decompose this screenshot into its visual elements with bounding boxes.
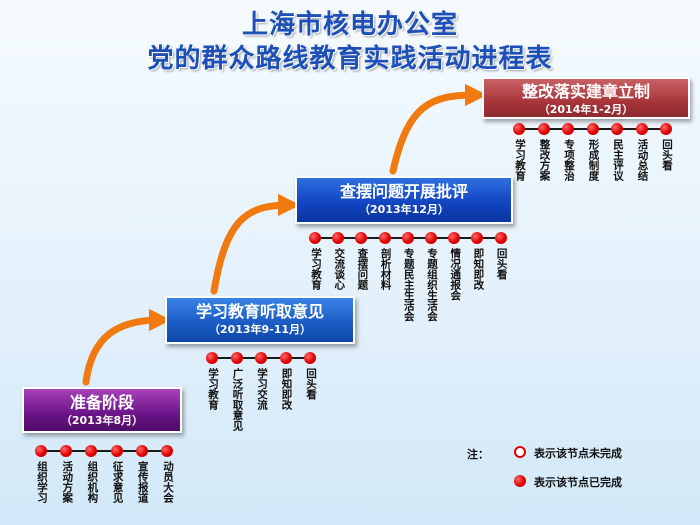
node-dot xyxy=(255,352,267,364)
node-label: 学习教育 xyxy=(207,368,219,410)
node-label: 剖析材料 xyxy=(379,248,392,290)
node-label: 回头看 xyxy=(305,368,317,400)
node-dot xyxy=(135,445,148,457)
node-dot xyxy=(635,123,648,135)
node-label: 民主评议 xyxy=(612,139,624,181)
node-label: 宣传报道 xyxy=(136,461,149,503)
node-label: 组织学习 xyxy=(36,461,48,503)
node-dot xyxy=(401,232,414,244)
node-label: 组织机构 xyxy=(86,461,99,503)
stage-period: （2013年12月） xyxy=(359,203,449,216)
node-label: 即知即改 xyxy=(472,248,485,290)
node-dot xyxy=(304,352,316,364)
stage-period: （2013年9-11月） xyxy=(208,323,312,336)
node-dot xyxy=(562,123,574,135)
node-label: 整改方案 xyxy=(538,139,551,181)
node-label: 活动总结 xyxy=(636,139,649,181)
node-dot xyxy=(425,232,437,244)
node-label: 查摆问题 xyxy=(356,248,369,290)
node-dot xyxy=(537,123,550,135)
node-label: 形成制度 xyxy=(587,139,600,181)
node-dot xyxy=(355,232,368,244)
stage-period: （2013年8月） xyxy=(60,414,144,427)
legend-open-text: 表示该节点未完成 xyxy=(534,447,622,460)
node-dot xyxy=(471,232,484,244)
node-dot xyxy=(513,123,525,135)
legend-title: 注： xyxy=(467,448,489,461)
node-dot xyxy=(35,445,47,457)
stage-name: 整改落实建章立制 xyxy=(521,82,650,101)
node-dot xyxy=(611,123,623,135)
node-dot xyxy=(494,232,507,244)
arrow-2-to-3 xyxy=(210,193,301,295)
node-label: 学习教育 xyxy=(514,139,526,181)
node-dot xyxy=(448,232,461,244)
arrow-1-to-2 xyxy=(82,308,172,386)
node-dot xyxy=(332,232,345,244)
node-dot xyxy=(206,352,218,364)
node-dot xyxy=(161,445,173,457)
legend-done-text: 表示该节点已完成 xyxy=(534,476,622,489)
node-dot xyxy=(279,352,292,364)
legend-done-circle-icon xyxy=(514,475,526,487)
node-dot xyxy=(85,445,98,457)
page-subtitle: 党的群众路线教育实践活动进程表 xyxy=(147,44,553,74)
stage-box-criticism: 查摆问题开展批评 （2013年12月） xyxy=(295,176,513,224)
node-dot xyxy=(230,352,243,364)
node-dot xyxy=(60,445,73,457)
node-label: 征求意见 xyxy=(111,461,124,503)
stage-box-rectification: 整改落实建章立制 （2014年1-2月） xyxy=(482,77,690,119)
node-dot xyxy=(660,123,672,135)
node-label: 广泛听取意见 xyxy=(231,368,244,431)
stage-name: 准备阶段 xyxy=(69,393,134,412)
node-label: 专题组织生活会 xyxy=(426,248,438,322)
node-label: 回头看 xyxy=(495,248,508,280)
node-label: 活动方案 xyxy=(61,461,74,503)
stage-period: （2014年1-2月） xyxy=(538,103,634,116)
node-dot xyxy=(110,445,123,457)
node-label: 回头看 xyxy=(661,139,673,171)
node-label: 即知即改 xyxy=(280,368,293,410)
page-title: 上海市核电办公室 xyxy=(241,10,458,40)
stage-box-preparation: 准备阶段 （2013年8月） xyxy=(22,387,182,433)
node-dot xyxy=(586,123,599,135)
node-label: 学习交流 xyxy=(256,368,268,410)
stage-box-learning: 学习教育听取意见 （2013年9-11月） xyxy=(165,296,355,344)
stage-1-timeline-line xyxy=(41,450,167,452)
node-label: 动员大会 xyxy=(162,461,174,503)
legend-open-circle-icon xyxy=(514,446,526,458)
stage-name: 查摆问题开展批评 xyxy=(339,182,468,201)
stage-name: 学习教育听取意见 xyxy=(195,302,324,321)
node-label: 专题民主生活会 xyxy=(402,248,415,322)
arrow-3-to-4 xyxy=(389,83,488,175)
node-label: 情况通报会 xyxy=(449,248,462,301)
node-dot xyxy=(378,232,391,244)
node-dot xyxy=(309,232,321,244)
node-label: 专项整治 xyxy=(563,139,575,181)
node-label: 交流谈心 xyxy=(333,248,346,290)
node-label: 学习教育 xyxy=(310,248,322,290)
